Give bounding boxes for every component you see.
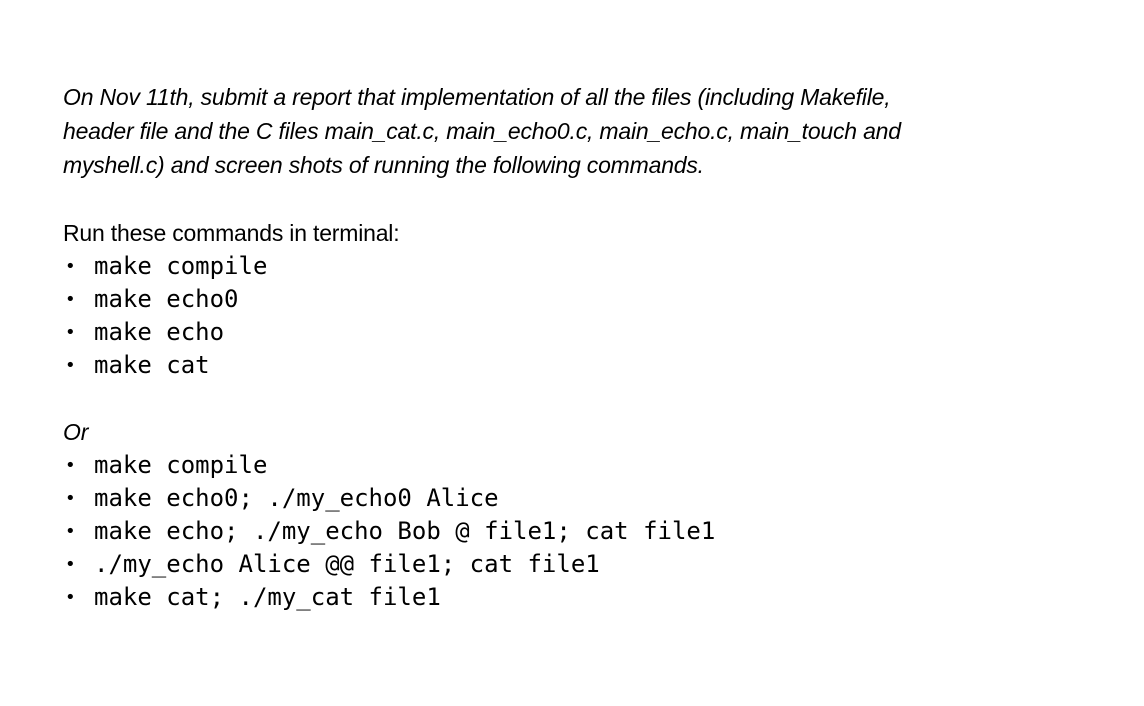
command-item: • make echo — [63, 316, 1103, 349]
bullet-icon: • — [65, 289, 76, 310]
command-text: make echo0; ./my_echo0 Alice — [94, 484, 499, 512]
intro-line: On Nov 11th, submit a report that implem… — [63, 84, 891, 110]
command-item: • make echo0 — [63, 283, 1103, 316]
command-list-primary: • make compile • make echo0 • make echo • ma… — [63, 250, 1103, 382]
run-commands-heading: Run these commands in terminal: — [63, 220, 400, 246]
command-text: make echo — [94, 318, 225, 346]
command-item: • make compile — [63, 250, 1103, 283]
intro-paragraph: On Nov 11th, submit a report that implem… — [63, 80, 1103, 182]
document-body: On Nov 11th, submit a report that implem… — [63, 80, 1103, 614]
command-text: ./my_echo Alice @@ file1; cat file1 — [94, 550, 600, 578]
command-item: • make cat; ./my_cat file1 — [63, 581, 1103, 614]
command-item: • make cat — [63, 349, 1103, 382]
bullet-icon: • — [65, 355, 76, 376]
intro-line: myshell.c) and screen shots of running t… — [63, 152, 704, 178]
bullet-icon: • — [65, 455, 76, 476]
bullet-icon: • — [65, 554, 76, 575]
command-text: make cat; ./my_cat file1 — [94, 583, 441, 611]
command-text: make echo0 — [94, 285, 239, 313]
bullet-icon: • — [65, 521, 76, 542]
command-item: • ./my_echo Alice @@ file1; cat file1 — [63, 548, 1103, 581]
command-text: make compile — [94, 451, 268, 479]
command-list-alternative: • make compile • make echo0; ./my_echo0 Al… — [63, 449, 1103, 614]
bullet-icon: • — [65, 322, 76, 343]
bullet-icon: • — [65, 256, 76, 277]
command-item: • make compile — [63, 449, 1103, 482]
bullet-icon: • — [65, 488, 76, 509]
command-text: make echo; ./my_echo Bob @ file1; cat fi… — [94, 517, 716, 545]
or-heading: Or — [63, 419, 89, 445]
command-item: • make echo; ./my_echo Bob @ file1; cat f… — [63, 515, 1103, 548]
command-text: make cat — [94, 351, 210, 379]
command-text: make compile — [94, 252, 268, 280]
intro-line: header file and the C files main_cat.c, … — [63, 118, 901, 144]
command-item: • make echo0; ./my_echo0 Alice — [63, 482, 1103, 515]
bullet-icon: • — [65, 587, 76, 608]
